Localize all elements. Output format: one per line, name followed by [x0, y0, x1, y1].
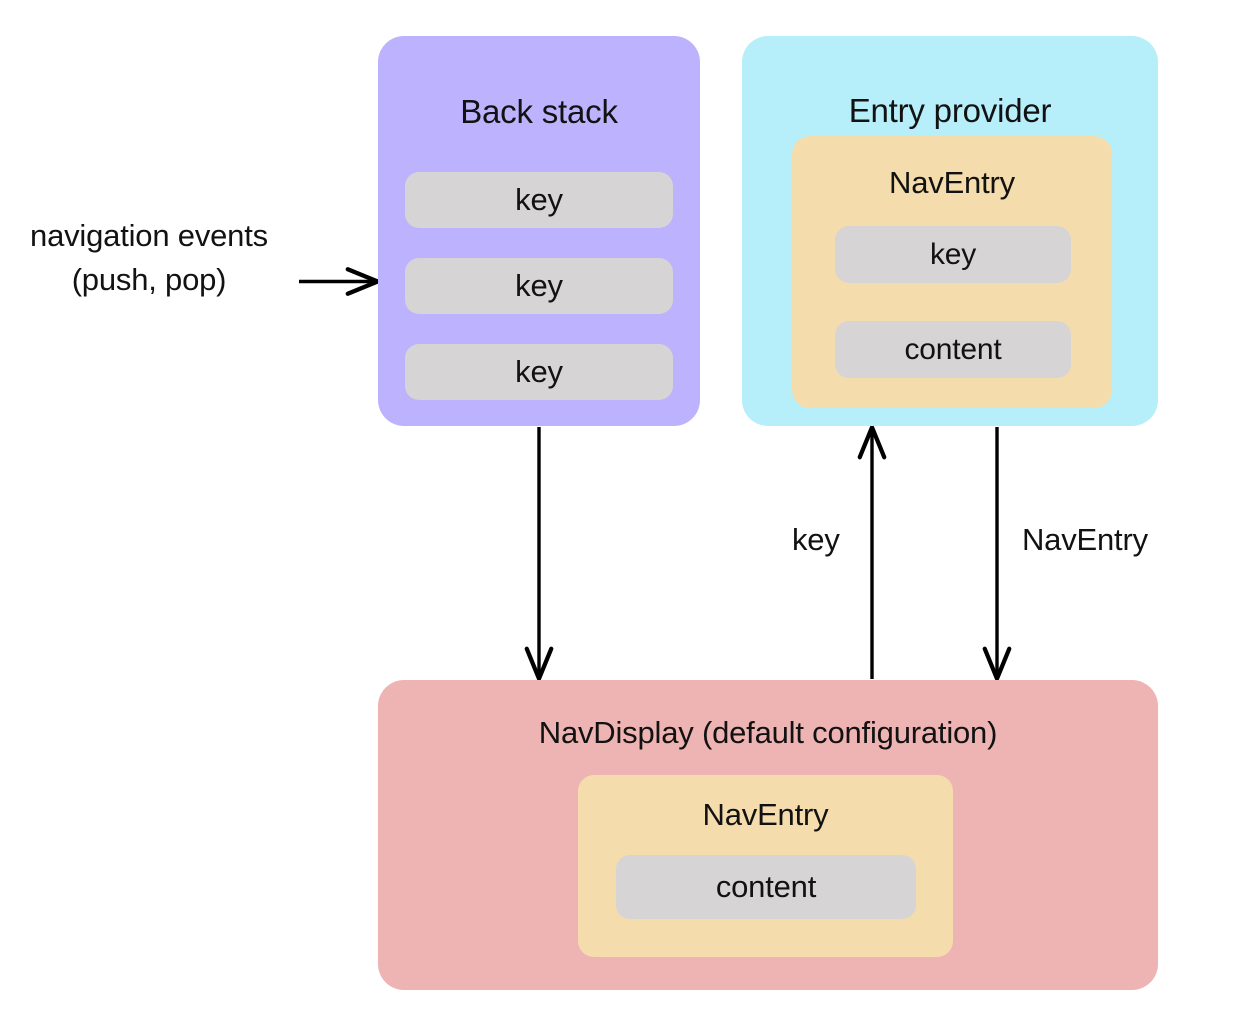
nav-entry-key-chip[interactable]: key — [835, 226, 1071, 283]
entry-provider-nav-entry-box[interactable]: NavEntry key content — [792, 136, 1112, 408]
nav-display-box[interactable]: NavDisplay (default configuration) NavEn… — [378, 680, 1158, 990]
entry-provider-box[interactable]: Entry provider NavEntry key content — [742, 36, 1158, 426]
back-stack-title: Back stack — [460, 93, 618, 130]
nav-display-nav-entry-box[interactable]: NavEntry content — [578, 775, 953, 957]
back-stack-key-chip[interactable]: key — [405, 172, 673, 228]
back-stack-key-chip[interactable]: key — [405, 344, 673, 400]
navigation-events-label: navigation events (push, pop) — [30, 218, 268, 297]
nav-entry-content-chip[interactable]: content — [835, 321, 1071, 378]
nav-entry-title: NavEntry — [702, 797, 829, 832]
back-stack-box[interactable]: Back stack key key key — [378, 36, 700, 426]
entry-provider-title: Entry provider — [848, 92, 1052, 129]
nav-entry-title: NavEntry — [889, 165, 1015, 200]
back-stack-key-chip[interactable]: key — [405, 258, 673, 314]
key-arrow-label: key — [792, 522, 840, 557]
nav-display-title: NavDisplay (default configuration) — [538, 715, 998, 750]
nav-entry-content-chip[interactable]: content — [616, 855, 916, 919]
naventry-arrow-label: NavEntry — [1022, 522, 1148, 557]
